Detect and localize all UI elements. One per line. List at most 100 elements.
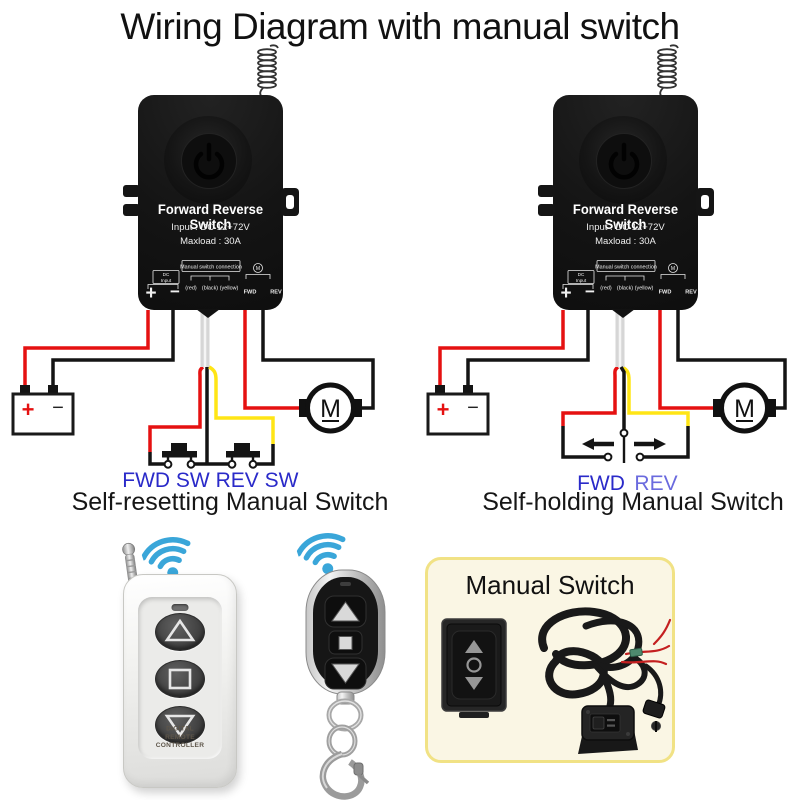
fob-led bbox=[340, 582, 351, 586]
mounting-ear bbox=[281, 188, 299, 216]
wifi-icon bbox=[295, 533, 346, 575]
rocker-switch-icon bbox=[441, 618, 507, 718]
terminal-label-red: (red) bbox=[600, 286, 612, 292]
triangle-down-icon bbox=[164, 714, 196, 738]
device-maxload-spec: Maxload : 30A bbox=[180, 236, 241, 247]
receiver-unit-right: Forward Reverse Switch Input : DC 12−72V… bbox=[538, 95, 714, 318]
black-wires bbox=[466, 310, 787, 459]
clasp-icon bbox=[319, 750, 370, 800]
fwd-label: FWD bbox=[577, 472, 625, 495]
power-icon bbox=[193, 142, 225, 180]
remote-stop-button bbox=[155, 660, 205, 698]
handlebar-switch-icon bbox=[578, 705, 638, 754]
remote-down-button bbox=[155, 706, 205, 744]
plus-terminal: + bbox=[560, 283, 571, 304]
device-maxload-spec: Maxload : 30A bbox=[595, 236, 656, 247]
battery-icon: + − bbox=[11, 385, 75, 436]
fwd-terminal: FWD bbox=[659, 290, 672, 296]
motor-letter: M bbox=[320, 395, 341, 423]
fwd-sw-label: FWD SW bbox=[122, 469, 210, 492]
key-fob-remote bbox=[305, 569, 386, 800]
device-input-spec: Input : DC 12−72V bbox=[586, 222, 665, 233]
antenna-coil-icon bbox=[257, 44, 279, 98]
manual-connection-label: Manual switch connection bbox=[180, 265, 242, 271]
remote-face-panel: DIGITAL REMOTE CONTROLLER bbox=[138, 597, 222, 759]
rev-sw-label: REV SW bbox=[215, 469, 299, 492]
motor-letter: M bbox=[734, 395, 755, 423]
wire-connector bbox=[629, 647, 643, 658]
motor-terminal-letter: M bbox=[256, 266, 260, 272]
cable-notch bbox=[196, 309, 220, 318]
left-caption: Self-resetting Manual Switch bbox=[71, 488, 389, 516]
panel-title: Manual Switch bbox=[465, 570, 635, 600]
manual-connection-label: Manual switch connection bbox=[595, 265, 657, 271]
side-tab bbox=[123, 204, 140, 216]
right-schematic: + − M bbox=[426, 310, 787, 463]
fob-stop-button bbox=[328, 630, 363, 655]
triangle-up-icon bbox=[164, 618, 196, 642]
battery-minus: − bbox=[467, 397, 479, 419]
yellow-wire bbox=[621, 365, 690, 426]
plus-terminal: + bbox=[145, 283, 156, 304]
power-icon bbox=[608, 142, 640, 180]
terminal-label-yellow: (yellow) bbox=[635, 286, 654, 292]
lever-switch-icon bbox=[582, 366, 666, 463]
remote-up-button bbox=[155, 613, 205, 651]
right-caption: Self-holding Manual Switch bbox=[482, 488, 784, 516]
yellow-wire bbox=[208, 365, 275, 444]
terminal-label-black: (black) bbox=[202, 286, 218, 292]
terminal-label-black: (black) bbox=[617, 286, 633, 292]
remote-brand-text: DIGITAL REMOTE CONTROLLER bbox=[152, 725, 207, 750]
device-name: Forward Reverse Switch bbox=[572, 202, 679, 232]
key-ring-icon bbox=[326, 698, 364, 758]
dc-input-label-1: DC bbox=[578, 272, 585, 277]
brand-line-2: CONTROLLER bbox=[155, 741, 205, 749]
fob-up-button bbox=[324, 595, 367, 628]
battery-plus: + bbox=[22, 397, 35, 422]
power-button bbox=[164, 116, 252, 204]
fwd-terminal: FWD bbox=[244, 290, 257, 296]
terminal-strip: DC Input + − Manual switch connection (r… bbox=[560, 260, 697, 304]
side-tab bbox=[538, 204, 555, 216]
black-wires bbox=[51, 310, 375, 466]
receiver-unit-left: Forward Reverse Switch Input : DC 12−72V… bbox=[123, 95, 299, 318]
dc-input-label-2: Input bbox=[161, 278, 172, 283]
battery-icon: + − bbox=[426, 385, 490, 436]
mounting-ear bbox=[696, 188, 714, 216]
rev-label: REV bbox=[634, 472, 678, 495]
cable-notch bbox=[611, 309, 635, 318]
power-button bbox=[579, 116, 667, 204]
battery-plus: + bbox=[437, 397, 450, 422]
square-icon bbox=[168, 668, 192, 690]
red-wires bbox=[23, 310, 303, 452]
terminal-strip: DC Input + − Manual switch connection (r… bbox=[145, 260, 282, 304]
motor-terminal-letter: M bbox=[671, 266, 675, 272]
mount-clamp-icon bbox=[642, 699, 666, 732]
terminal-label-red: (red) bbox=[185, 286, 197, 292]
device-name: Forward Reverse Switch bbox=[157, 202, 264, 232]
motor-icon: M bbox=[299, 382, 362, 434]
manual-switch-panel: Manual Switch bbox=[425, 557, 675, 763]
side-tab bbox=[123, 185, 140, 197]
large-remote-control: DIGITAL REMOTE CONTROLLER bbox=[123, 574, 237, 788]
red-wires bbox=[438, 310, 717, 426]
rev-push-button-icon bbox=[226, 443, 260, 469]
brand-line-1: DIGITAL REMOTE bbox=[165, 724, 195, 741]
dc-input-label-2: Input bbox=[576, 278, 587, 283]
dc-input-label-1: DC bbox=[163, 272, 170, 277]
fob-down-button bbox=[324, 657, 367, 690]
side-tab bbox=[538, 185, 555, 197]
rev-terminal: REV bbox=[685, 290, 697, 296]
motor-icon: M bbox=[713, 382, 776, 434]
minus-terminal: − bbox=[585, 282, 595, 301]
device-input-spec: Input : DC 12−72V bbox=[171, 222, 250, 233]
left-schematic: + − M bbox=[11, 310, 375, 469]
terminal-label-yellow: (yellow) bbox=[220, 286, 239, 292]
minus-terminal: − bbox=[170, 282, 180, 301]
page-title: Wiring Diagram with manual switch bbox=[120, 6, 680, 47]
battery-minus: − bbox=[52, 397, 64, 419]
antenna-coil-icon bbox=[657, 44, 679, 98]
rev-terminal: REV bbox=[270, 290, 282, 296]
led-indicator bbox=[171, 604, 189, 611]
